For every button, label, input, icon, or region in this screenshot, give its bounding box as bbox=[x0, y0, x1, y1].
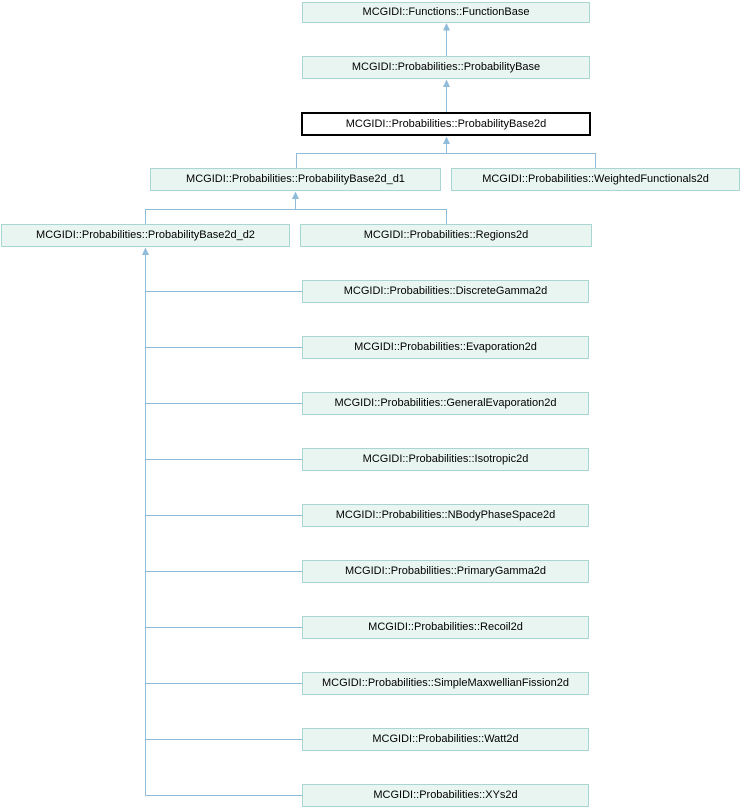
class-node-regions2d[interactable]: MCGIDI::Probabilities::Regions2d bbox=[300, 224, 592, 247]
edge-probabilitybase-to-functionbase bbox=[443, 23, 450, 56]
class-node-discretegamma2d[interactable]: MCGIDI::Probabilities::DiscreteGamma2d bbox=[302, 280, 589, 303]
class-node-nbodyphasespace2d[interactable]: MCGIDI::Probabilities::NBodyPhaseSpace2d bbox=[302, 504, 589, 527]
class-node-recoil2d[interactable]: MCGIDI::Probabilities::Recoil2d bbox=[302, 616, 589, 639]
class-node-probabilitybase2d-d2[interactable]: MCGIDI::Probabilities::ProbabilityBase2d… bbox=[1, 224, 290, 247]
class-node-generalevaporation2d[interactable]: MCGIDI::Probabilities::GeneralEvaporatio… bbox=[302, 392, 589, 415]
edge-probabilitybase2d-to-probabilitybase bbox=[443, 79, 450, 112]
class-node-simplemaxwellianfission2d[interactable]: MCGIDI::Probabilities::SimpleMaxwellianF… bbox=[302, 672, 589, 695]
class-node-probabilitybase[interactable]: MCGIDI::Probabilities::ProbabilityBase bbox=[302, 56, 590, 79]
class-node-primarygamma2d[interactable]: MCGIDI::Probabilities::PrimaryGamma2d bbox=[302, 560, 589, 583]
class-node-evaporation2d[interactable]: MCGIDI::Probabilities::Evaporation2d bbox=[302, 336, 589, 359]
class-node-probabilitybase2d-current: MCGIDI::Probabilities::ProbabilityBase2d bbox=[301, 112, 591, 136]
class-node-functionbase[interactable]: MCGIDI::Functions::FunctionBase bbox=[302, 2, 590, 23]
edge-d2-and-regions2d-to-d1 bbox=[145, 191, 447, 224]
class-node-isotropic2d[interactable]: MCGIDI::Probabilities::Isotropic2d bbox=[302, 448, 589, 471]
edge-leaves-to-d2 bbox=[142, 247, 302, 796]
class-node-watt2d[interactable]: MCGIDI::Probabilities::Watt2d bbox=[302, 728, 589, 751]
edge-d1-and-weightedfunctionals-to-probabilitybase2d bbox=[296, 136, 596, 168]
class-node-xys2d[interactable]: MCGIDI::Probabilities::XYs2d bbox=[302, 784, 589, 807]
class-node-probabilitybase2d-d1[interactable]: MCGIDI::Probabilities::ProbabilityBase2d… bbox=[150, 168, 441, 191]
class-node-weightedfunctionals2d[interactable]: MCGIDI::Probabilities::WeightedFunctiona… bbox=[451, 168, 740, 191]
